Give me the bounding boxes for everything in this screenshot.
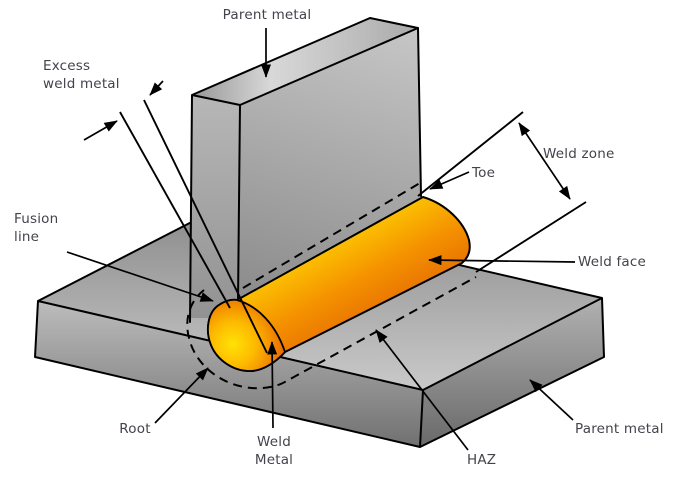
weld-metal-label-line1: Weld bbox=[257, 434, 291, 450]
parent-metal-top-label: Parent metal bbox=[223, 7, 312, 23]
upright-plate-front-face bbox=[238, 28, 421, 310]
fusion-line-label-line1: Fusion bbox=[14, 211, 58, 227]
parent-metal-bottom-label: Parent metal bbox=[575, 421, 664, 437]
weld-face-arrow bbox=[428, 255, 576, 266]
upright-plate-left-face bbox=[190, 95, 240, 318]
upright-plate bbox=[189, 17, 422, 323]
base-plate-right-face bbox=[420, 298, 604, 447]
weld-zone-extension-line-upper bbox=[417, 111, 524, 197]
annotations: Parent metal Excess weld metal Fusion li… bbox=[14, 7, 664, 468]
excess-weld-metal-label-line1: Excess bbox=[43, 58, 90, 74]
toe-label: Toe bbox=[471, 165, 495, 181]
weld-bead-end-face bbox=[207, 298, 287, 372]
excess-weld-metal-arrow-upper bbox=[149, 80, 164, 96]
weld-metal-label-line2: Metal bbox=[255, 452, 293, 468]
base-plate-front-face bbox=[35, 301, 423, 447]
weld-metal-arrow bbox=[267, 341, 278, 429]
upright-plate-top-face bbox=[192, 18, 418, 105]
weld-zone-dimension-arrow bbox=[518, 122, 571, 200]
weld-face-label: Weld face bbox=[578, 254, 646, 270]
haz-label: HAZ bbox=[467, 452, 496, 468]
parent-metal-bottom-arrow bbox=[529, 379, 574, 421]
excess-weld-metal-extension-line-root bbox=[143, 99, 268, 354]
upright-plate-edges bbox=[189, 17, 422, 323]
fusion-line-label-line2: line bbox=[14, 229, 39, 245]
haz-boundaries bbox=[186, 182, 477, 390]
excess-weld-metal-arrow-lower bbox=[83, 120, 118, 141]
excess-weld-metal-extension-line-outer bbox=[119, 111, 231, 309]
weld-zone-label: Weld zone bbox=[543, 146, 614, 162]
fusion-line-arrow bbox=[66, 251, 214, 302]
root-arrow bbox=[154, 367, 209, 424]
haz-dashed-line-upright-plate bbox=[242, 182, 421, 289]
toe-arrow bbox=[429, 171, 470, 190]
weld-bead bbox=[206, 196, 471, 372]
root-label: Root bbox=[119, 421, 150, 437]
excess-weld-metal-label-line2: weld metal bbox=[43, 76, 120, 92]
haz-arrow bbox=[375, 329, 469, 451]
